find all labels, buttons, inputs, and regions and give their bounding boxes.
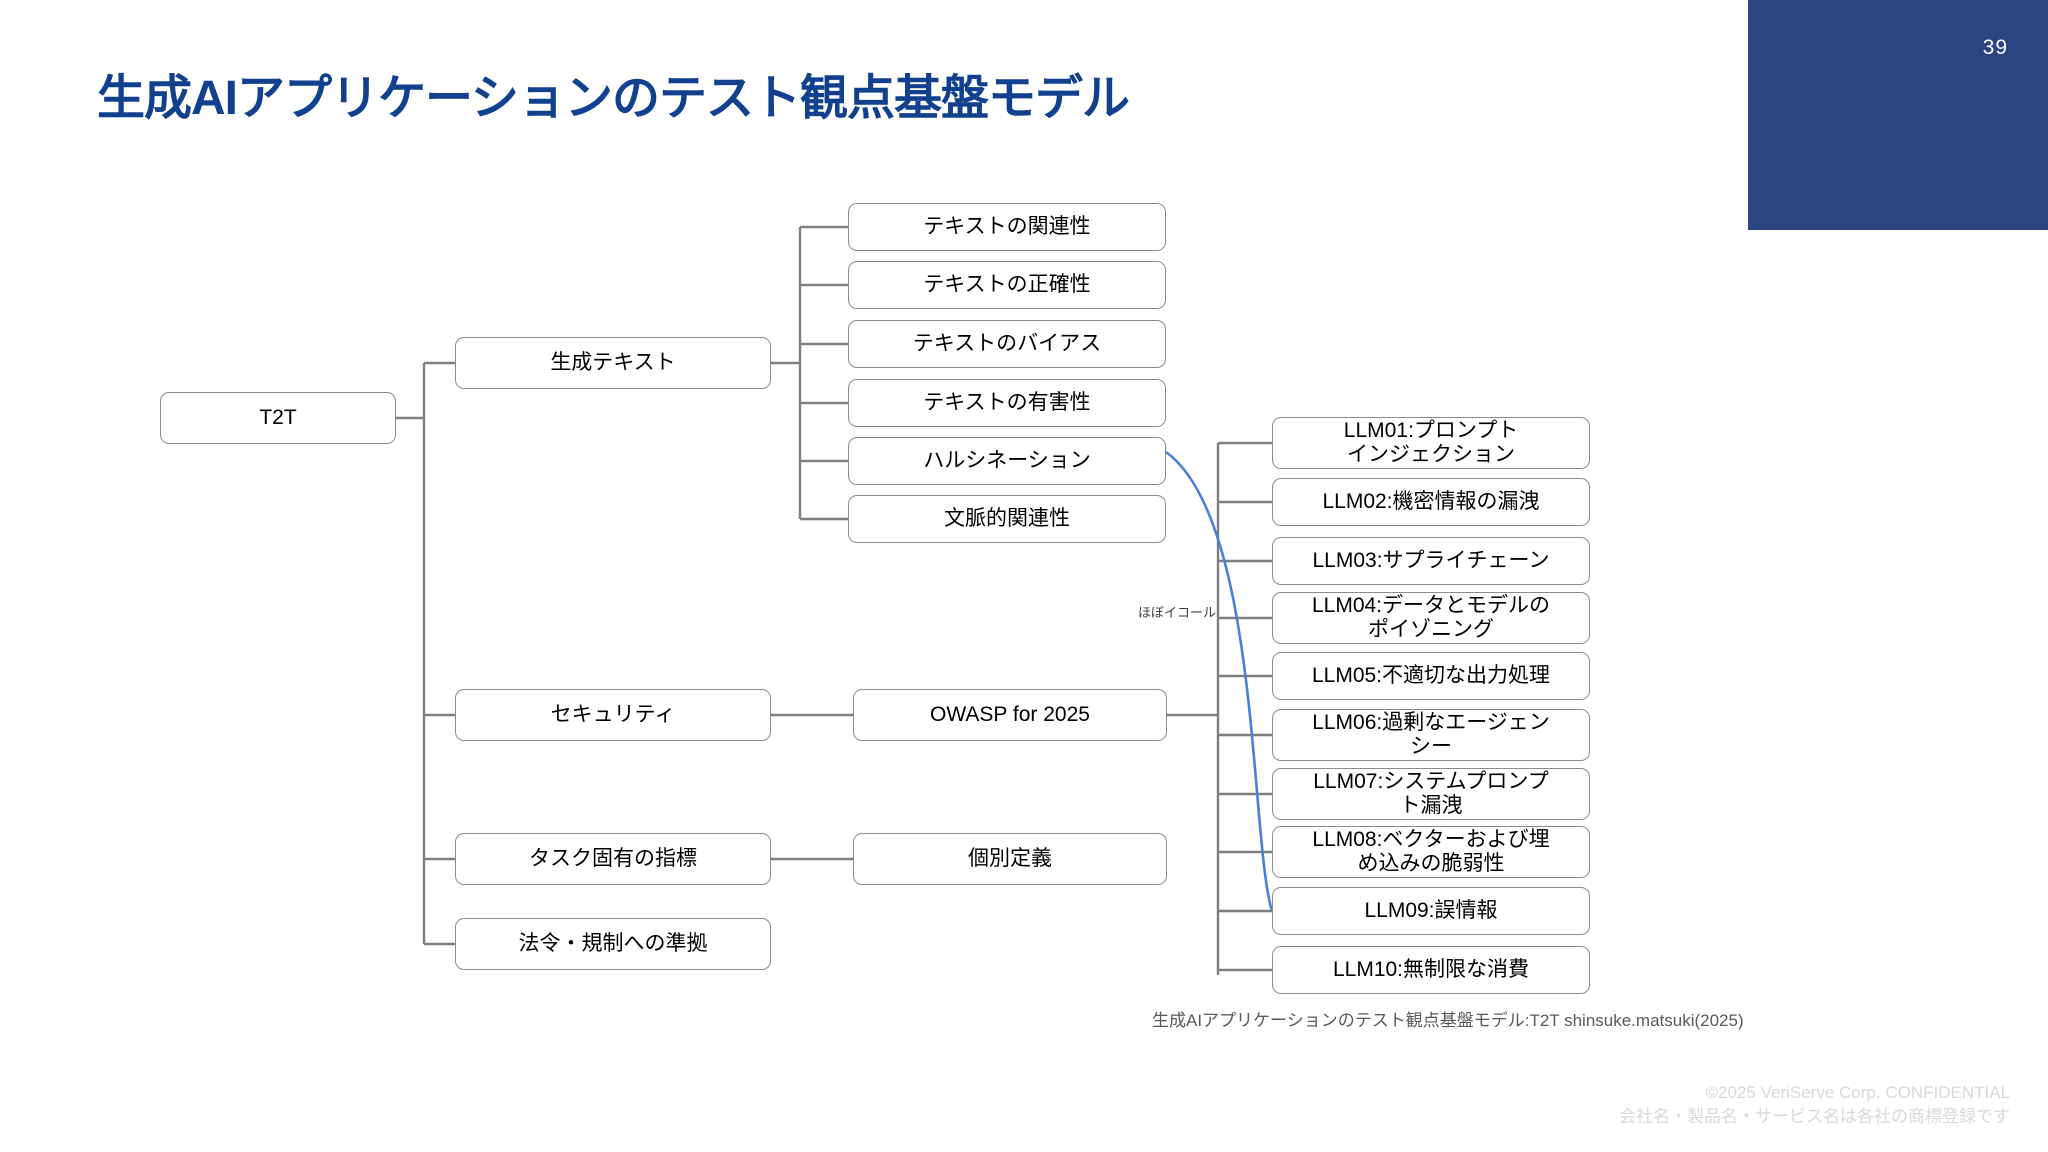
node-label: テキストの関連性 — [923, 214, 1091, 238]
node-label: T2T — [259, 405, 297, 429]
node-label: 生成テキスト — [550, 350, 676, 374]
node-llm01-prompt-injection[interactable]: LLM01:プロンプト インジェクション — [1272, 417, 1590, 469]
node-label: LLM07:システムプロンプ ト漏洩 — [1313, 770, 1549, 817]
copyright-line: ©2025 VeriServe Corp. CONFIDENTIAL — [1705, 1082, 2010, 1102]
node-label: LLM08:ベクターおよび埋 め込みの脆弱性 — [1312, 828, 1550, 875]
node-llm02-sensitive-info-disclosure[interactable]: LLM02:機密情報の漏洩 — [1272, 478, 1590, 526]
node-label: LLM10:無制限な消費 — [1332, 957, 1530, 981]
node-label: OWASP for 2025 — [930, 702, 1090, 726]
node-label: テキストのバイアス — [912, 331, 1102, 355]
node-contextual-relevance[interactable]: 文脈的関連性 — [848, 495, 1166, 543]
node-text-toxicity[interactable]: テキストの有害性 — [848, 379, 1166, 427]
node-llm04-data-and-model-poisoning[interactable]: LLM04:データとモデルの ポイゾニング — [1272, 592, 1590, 644]
node-label: テキストの正確性 — [923, 272, 1091, 296]
node-label: LLM04:データとモデルの ポイゾニング — [1311, 594, 1551, 641]
node-individual-definition[interactable]: 個別定義 — [853, 833, 1167, 885]
footer-copyright: ©2025 VeriServe Corp. CONFIDENTIAL 会社名・製… — [1619, 1081, 2010, 1130]
node-branch-compliance[interactable]: 法令・規制への準拠 — [455, 918, 771, 970]
node-llm08-vector-and-embedding-weaknesses[interactable]: LLM08:ベクターおよび埋 め込みの脆弱性 — [1272, 826, 1590, 878]
node-llm09-misinformation[interactable]: LLM09:誤情報 — [1272, 887, 1590, 935]
node-llm10-unbounded-consumption[interactable]: LLM10:無制限な消費 — [1272, 946, 1590, 994]
node-label: ハルシネーション — [923, 448, 1091, 472]
node-llm03-supply-chain[interactable]: LLM03:サプライチェーン — [1272, 537, 1590, 585]
equivalence-link-curve — [1165, 450, 1274, 912]
node-root-t2t[interactable]: T2T — [160, 392, 396, 444]
page-number: 39 — [1982, 36, 2008, 59]
node-label: LLM02:機密情報の漏洩 — [1322, 489, 1540, 513]
node-label: 法令・規制への準拠 — [518, 931, 708, 955]
trademark-line: 会社名・製品名・サービス名は各社の商標登録です — [1619, 1107, 2010, 1127]
node-owasp-2025[interactable]: OWASP for 2025 — [853, 689, 1167, 741]
node-label: タスク固有の指標 — [529, 846, 697, 870]
node-label: LLM05:不適切な出力処理 — [1311, 663, 1551, 687]
node-llm05-improper-output-handling[interactable]: LLM05:不適切な出力処理 — [1272, 652, 1590, 700]
node-llm06-excessive-agency[interactable]: LLM06:過剰なエージェン シー — [1272, 709, 1590, 761]
node-branch-security[interactable]: セキュリティ — [455, 689, 771, 741]
node-text-relevance[interactable]: テキストの関連性 — [848, 203, 1166, 251]
node-hallucination[interactable]: ハルシネーション — [848, 437, 1166, 485]
node-label: テキストの有害性 — [923, 390, 1091, 414]
node-llm07-system-prompt-leakage[interactable]: LLM07:システムプロンプ ト漏洩 — [1272, 768, 1590, 820]
node-branch-generated-text[interactable]: 生成テキスト — [455, 337, 771, 389]
node-label: LLM03:サプライチェーン — [1312, 548, 1550, 572]
diagram-caption: 生成AIアプリケーションのテスト観点基盤モデル:T2T shinsuke.mat… — [1152, 1011, 1744, 1030]
node-label: 個別定義 — [968, 846, 1052, 870]
equivalence-annotation-label: ほぼイコール — [1138, 605, 1217, 620]
page-title: 生成AIアプリケーションのテスト観点基盤モデル — [97, 72, 1130, 125]
node-text-accuracy[interactable]: テキストの正確性 — [848, 261, 1166, 309]
node-label: LLM09:誤情報 — [1364, 898, 1498, 922]
node-label: セキュリティ — [550, 702, 676, 726]
node-label: LLM01:プロンプト インジェクション — [1343, 419, 1519, 466]
node-label: LLM06:過剰なエージェン シー — [1312, 711, 1550, 758]
node-text-bias[interactable]: テキストのバイアス — [848, 320, 1166, 368]
node-branch-task-metrics[interactable]: タスク固有の指標 — [455, 833, 771, 885]
node-label: 文脈的関連性 — [944, 506, 1070, 530]
